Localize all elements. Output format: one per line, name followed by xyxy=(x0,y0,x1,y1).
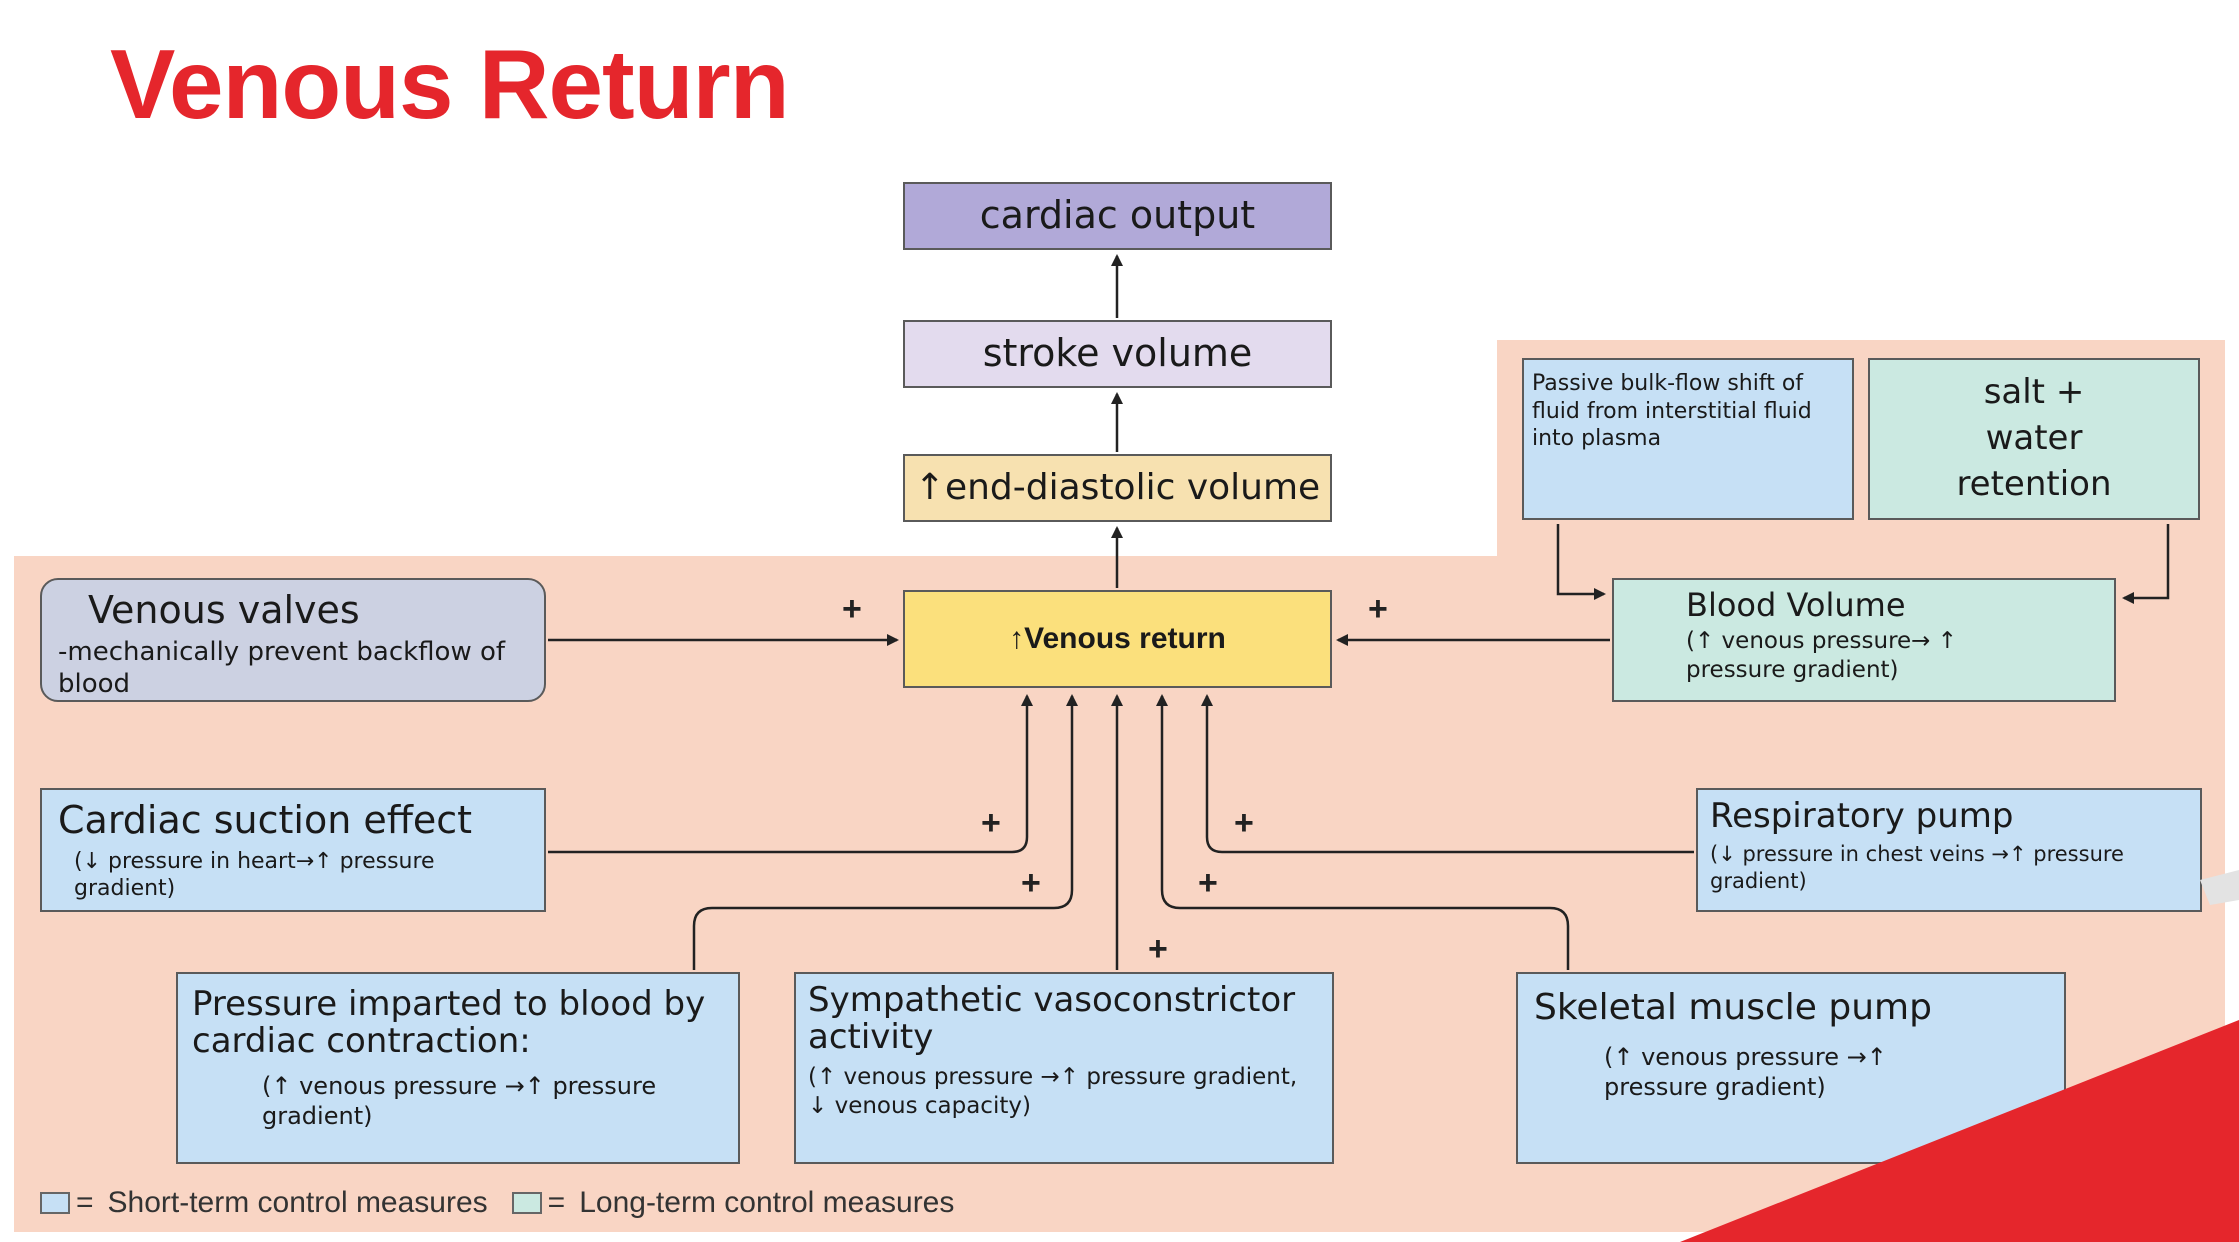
stroke-volume-label: stroke volume xyxy=(982,331,1253,376)
pressure-imparted-desc: (↑ venous pressure →↑ pressure gradient) xyxy=(262,1071,657,1130)
page-title: Venous Return xyxy=(110,29,790,139)
short-term-swatch xyxy=(40,1192,70,1214)
legend-short-term: = Short-term control measures xyxy=(40,1186,488,1220)
plus-blood-volume: + xyxy=(1368,590,1388,628)
cardiac-suction-desc: (↓ pressure in heart→↑ pressure gradient… xyxy=(74,848,435,902)
respiratory-pump-box: Respiratory pump (↓ pressure in chest ve… xyxy=(1696,788,2202,912)
passive-shift-box: Passive bulk-flow shift of fluid from in… xyxy=(1522,358,1854,520)
salt-water-retention-label: salt + water retention xyxy=(1956,372,2112,504)
legend: = Short-term control measures = Long-ter… xyxy=(40,1186,978,1220)
stroke-volume-box: stroke volume xyxy=(903,320,1332,388)
passive-shift-label: Passive bulk-flow shift of fluid from in… xyxy=(1532,371,1812,451)
blood-volume-title: Blood Volume xyxy=(1686,586,1906,624)
short-term-label: Short-term control measures xyxy=(107,1186,488,1219)
plus-suction: + xyxy=(981,804,1001,842)
venous-return-label: ↑Venous return xyxy=(1009,622,1226,655)
legend-long-term: = Long-term control measures xyxy=(511,1186,955,1220)
long-term-swatch xyxy=(511,1192,542,1214)
respiratory-pump-title: Respiratory pump xyxy=(1710,796,2014,836)
long-term-eq: = xyxy=(547,1186,566,1219)
arrow-passive-to-bv xyxy=(1556,524,1606,600)
short-term-eq: = xyxy=(76,1186,94,1219)
plus-pressure: + xyxy=(1021,864,1041,902)
arrow-respiratory-to-vr xyxy=(1201,694,1694,854)
plus-skeletal: + xyxy=(1198,864,1218,902)
arrow-pressure-to-vr xyxy=(692,694,1078,970)
end-diastolic-volume-box: ↑end-diastolic volume xyxy=(903,454,1332,522)
venous-return-box: ↑Venous return xyxy=(903,590,1332,688)
venous-valves-box: Venous valves -mechanically prevent back… xyxy=(40,578,546,702)
cardiac-output-box: cardiac output xyxy=(903,182,1332,250)
arrow-salt-to-bv xyxy=(2122,524,2170,604)
plus-valves: + xyxy=(842,590,862,628)
arrow-suction-to-vr xyxy=(548,694,1033,854)
cardiac-suction-title: Cardiac suction effect xyxy=(58,798,473,842)
salt-water-retention-box: salt + water retention xyxy=(1868,358,2200,520)
pressure-imparted-title: Pressure imparted to blood by cardiac co… xyxy=(192,984,706,1062)
venous-valves-title: Venous valves xyxy=(88,588,360,632)
sympathetic-box: Sympathetic vasoconstrictor activity (↑ … xyxy=(794,972,1334,1164)
plus-sympathetic: + xyxy=(1148,930,1168,968)
blood-volume-desc: (↑ venous pressure→ ↑ pressure gradient) xyxy=(1686,628,1958,683)
end-diastolic-volume-label: ↑end-diastolic volume xyxy=(914,467,1321,509)
pressure-imparted-box: Pressure imparted to blood by cardiac co… xyxy=(176,972,740,1164)
venous-valves-desc: -mechanically prevent backflow of blood xyxy=(58,636,506,700)
arrow-skeletal-to-vr xyxy=(1156,694,1570,970)
respiratory-pump-desc: (↓ pressure in chest veins →↑ pressure g… xyxy=(1710,842,2124,893)
cardiac-output-label: cardiac output xyxy=(979,193,1256,238)
sympathetic-desc: (↑ venous pressure →↑ pressure gradient,… xyxy=(808,1063,1298,1119)
blood-volume-box: Blood Volume (↑ venous pressure→ ↑ press… xyxy=(1612,578,2116,702)
plus-respiratory: + xyxy=(1234,804,1254,842)
long-term-label: Long-term control measures xyxy=(579,1186,955,1219)
sympathetic-title: Sympathetic vasoconstrictor activity xyxy=(808,980,1296,1058)
cardiac-suction-box: Cardiac suction effect (↓ pressure in he… xyxy=(40,788,546,912)
